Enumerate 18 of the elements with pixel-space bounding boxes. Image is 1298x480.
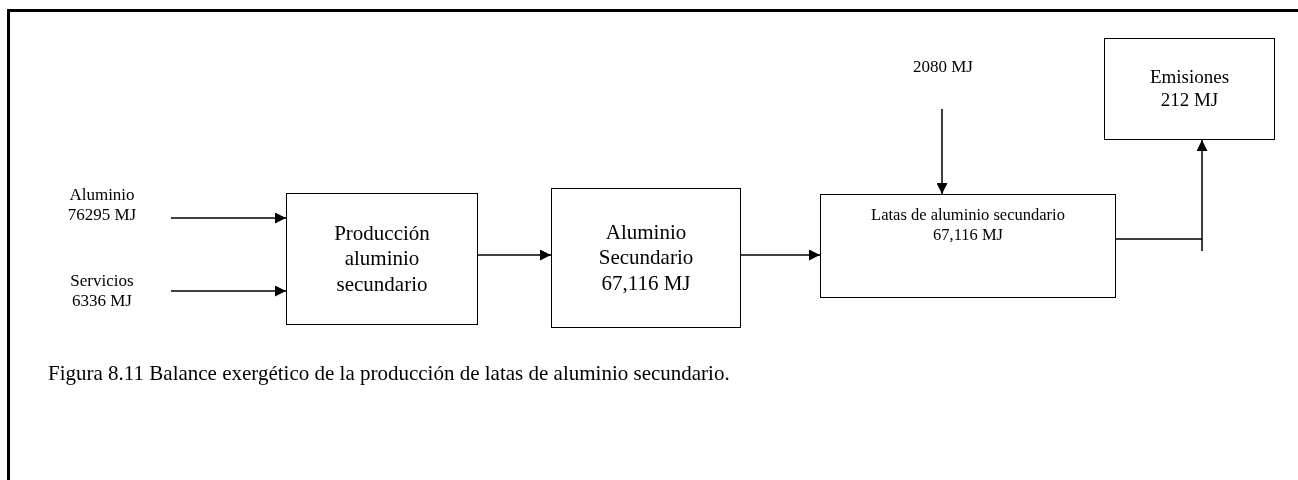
process-box	[1104, 38, 1275, 140]
flow-label: Servicios 6336 MJ	[69, 270, 135, 312]
flow-label: Aluminio 76295 MJ	[66, 184, 138, 226]
arrow	[170, 212, 287, 224]
arrow	[936, 108, 948, 195]
box-label: Producción aluminio secundario	[333, 221, 431, 297]
process-box	[551, 188, 741, 328]
arrow	[477, 249, 552, 261]
figure-caption: Figura 8.11 Balance exergético de la producción de latas de aluminio secundario.	[48, 361, 730, 386]
arrow	[1115, 139, 1208, 240]
process-box	[286, 193, 478, 325]
box-label: Latas de aluminio secundario 67,116 MJ	[870, 205, 1066, 245]
box-label: Aluminio Secundario 67,116 MJ	[597, 220, 695, 296]
box-label: Emisiones 212 MJ	[1148, 66, 1231, 112]
arrow	[170, 285, 287, 297]
arrow	[740, 249, 821, 261]
flow-label: 2080 MJ	[913, 56, 973, 78]
process-box	[820, 194, 1116, 298]
